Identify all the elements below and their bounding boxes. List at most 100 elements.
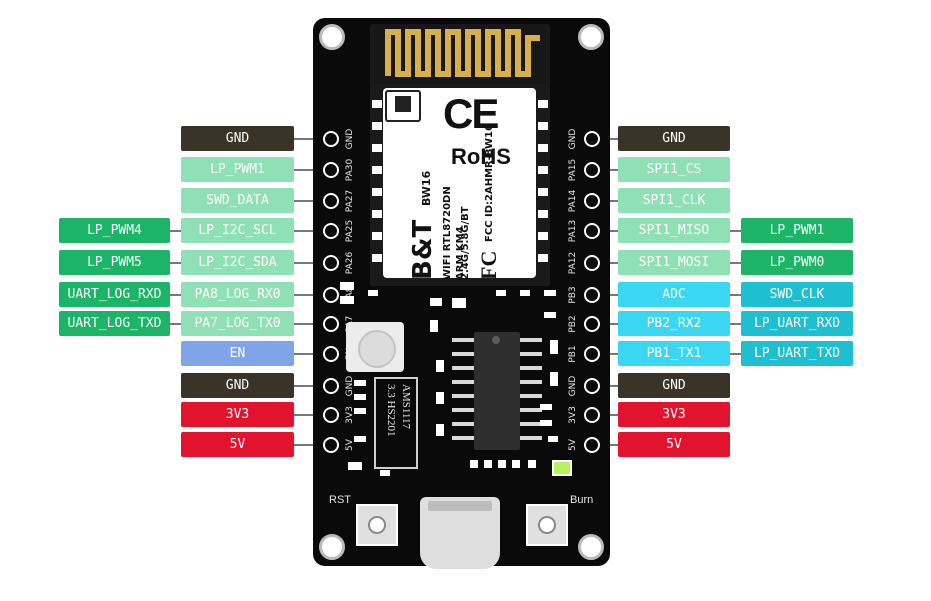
smd-part bbox=[550, 372, 558, 386]
usb-serial-chip bbox=[474, 332, 520, 450]
pin-wire bbox=[730, 261, 741, 264]
regulator-line-2: 3.3 HS2201 bbox=[385, 384, 397, 437]
pin-pad bbox=[584, 345, 600, 362]
right-pin-alt-function: SWD_CLK bbox=[741, 282, 853, 307]
ce-mark: CE bbox=[443, 90, 499, 137]
left-pin-function: 3V3 bbox=[181, 402, 294, 427]
pin-pad bbox=[584, 222, 600, 239]
pin-pad bbox=[323, 192, 339, 209]
left-pin-function: 5V bbox=[181, 432, 294, 457]
mounting-hole bbox=[578, 24, 604, 50]
pin-wire bbox=[294, 443, 324, 446]
left-pin-function: PA8_LOG_RX0 bbox=[181, 282, 294, 307]
left-pin-function: PA7_LOG_TX0 bbox=[181, 311, 294, 336]
pin-pad bbox=[584, 254, 600, 271]
rgb-led bbox=[346, 322, 404, 372]
burn-label: Burn bbox=[570, 494, 594, 506]
smd-part bbox=[548, 436, 558, 442]
voltage-regulator bbox=[374, 377, 418, 469]
right-pin-function: SPI1_CS bbox=[618, 157, 730, 182]
module-castellation bbox=[372, 144, 382, 152]
pin-pad bbox=[323, 222, 339, 239]
rst-button[interactable] bbox=[356, 504, 398, 546]
left-pin-function: GND bbox=[181, 126, 294, 151]
left-pin-function: GND bbox=[181, 373, 294, 398]
chip-pin bbox=[520, 436, 542, 440]
module-line-3: 2.4G/5.8G/BT bbox=[460, 206, 471, 280]
right-pin-alt-function: LP_PWM0 bbox=[741, 250, 853, 275]
smd-part bbox=[436, 392, 444, 404]
smd-part bbox=[348, 462, 362, 470]
chip-pin bbox=[520, 422, 542, 426]
module-castellation bbox=[372, 188, 382, 196]
right-pin-alt-function: LP_UART_RXD bbox=[741, 311, 853, 336]
left-pin-alt-function: UART_LOG_RXD bbox=[59, 282, 170, 307]
regulator-line-1: AMS1117 bbox=[400, 384, 412, 430]
burn-button[interactable] bbox=[526, 504, 568, 546]
mounting-hole bbox=[319, 534, 345, 560]
right-pin-alt-function: LP_UART_TXD bbox=[741, 341, 853, 366]
chip-pin bbox=[520, 408, 542, 412]
right-pin-function: 3V3 bbox=[618, 402, 730, 427]
pin-wire bbox=[730, 293, 741, 296]
module-castellation bbox=[372, 232, 382, 240]
pin-pad bbox=[584, 315, 600, 332]
smd-part bbox=[354, 408, 366, 414]
left-pin-function: SWD_DATA bbox=[181, 188, 294, 213]
left-pin-alt-function: UART_LOG_TXD bbox=[59, 311, 170, 336]
pin-pad bbox=[584, 286, 600, 303]
pin-pad bbox=[584, 406, 600, 423]
regulator-text: AMS1117 3.3 HS2201 bbox=[376, 384, 412, 474]
smd-part bbox=[436, 424, 444, 436]
pin-pad bbox=[323, 254, 339, 271]
smd-part bbox=[368, 290, 378, 296]
smd-part bbox=[544, 312, 556, 318]
pin-wire bbox=[170, 229, 181, 232]
pin-pad bbox=[323, 406, 339, 423]
usb-c-connector[interactable] bbox=[420, 497, 500, 569]
pin-pad bbox=[323, 377, 339, 394]
pin-wire bbox=[294, 168, 324, 171]
smd-part bbox=[540, 420, 552, 426]
pin-pad bbox=[584, 192, 600, 209]
pin-wire bbox=[294, 199, 324, 202]
pin-wire bbox=[294, 293, 324, 296]
antenna-trace bbox=[385, 29, 540, 77]
module-line-1: WIFI RTL8720DN bbox=[442, 186, 453, 280]
pin-pad bbox=[323, 345, 339, 362]
pin-pad bbox=[323, 286, 339, 303]
smd-part bbox=[452, 298, 466, 308]
pin-wire bbox=[730, 229, 741, 232]
module-castellation bbox=[538, 232, 548, 240]
module-castellation bbox=[538, 254, 548, 262]
pin-wire bbox=[294, 137, 324, 140]
chip-pin bbox=[520, 338, 542, 342]
smd-part bbox=[484, 460, 492, 468]
pin-pad bbox=[323, 315, 339, 332]
right-pin-alt-function: LP_PWM1 bbox=[741, 218, 853, 243]
module-shield: CE RoHS bbox=[383, 88, 536, 278]
pin-pad bbox=[584, 161, 600, 178]
pcb-antenna bbox=[374, 24, 546, 84]
smd-part bbox=[340, 296, 354, 304]
left-pin-function: EN bbox=[181, 341, 294, 366]
left-pin-function: LP_I2C_SCL bbox=[181, 218, 294, 243]
pin-wire bbox=[294, 384, 324, 387]
smd-part bbox=[512, 460, 520, 468]
pin-wire bbox=[170, 293, 181, 296]
smd-part bbox=[354, 436, 366, 442]
right-pin-function: PB2_RX2 bbox=[618, 311, 730, 336]
smd-part bbox=[340, 282, 354, 290]
smd-part bbox=[470, 460, 478, 468]
pin-wire bbox=[294, 261, 324, 264]
module-crystal bbox=[385, 90, 421, 122]
pin-wire bbox=[294, 413, 324, 416]
right-pin-function: PB1_TX1 bbox=[618, 341, 730, 366]
chip-pin bbox=[452, 352, 474, 356]
pin-wire bbox=[294, 229, 324, 232]
status-led bbox=[552, 460, 572, 476]
right-pin-function: GND bbox=[618, 373, 730, 398]
smd-part bbox=[430, 320, 438, 332]
rst-label: RST bbox=[329, 494, 351, 506]
mounting-hole bbox=[578, 534, 604, 560]
